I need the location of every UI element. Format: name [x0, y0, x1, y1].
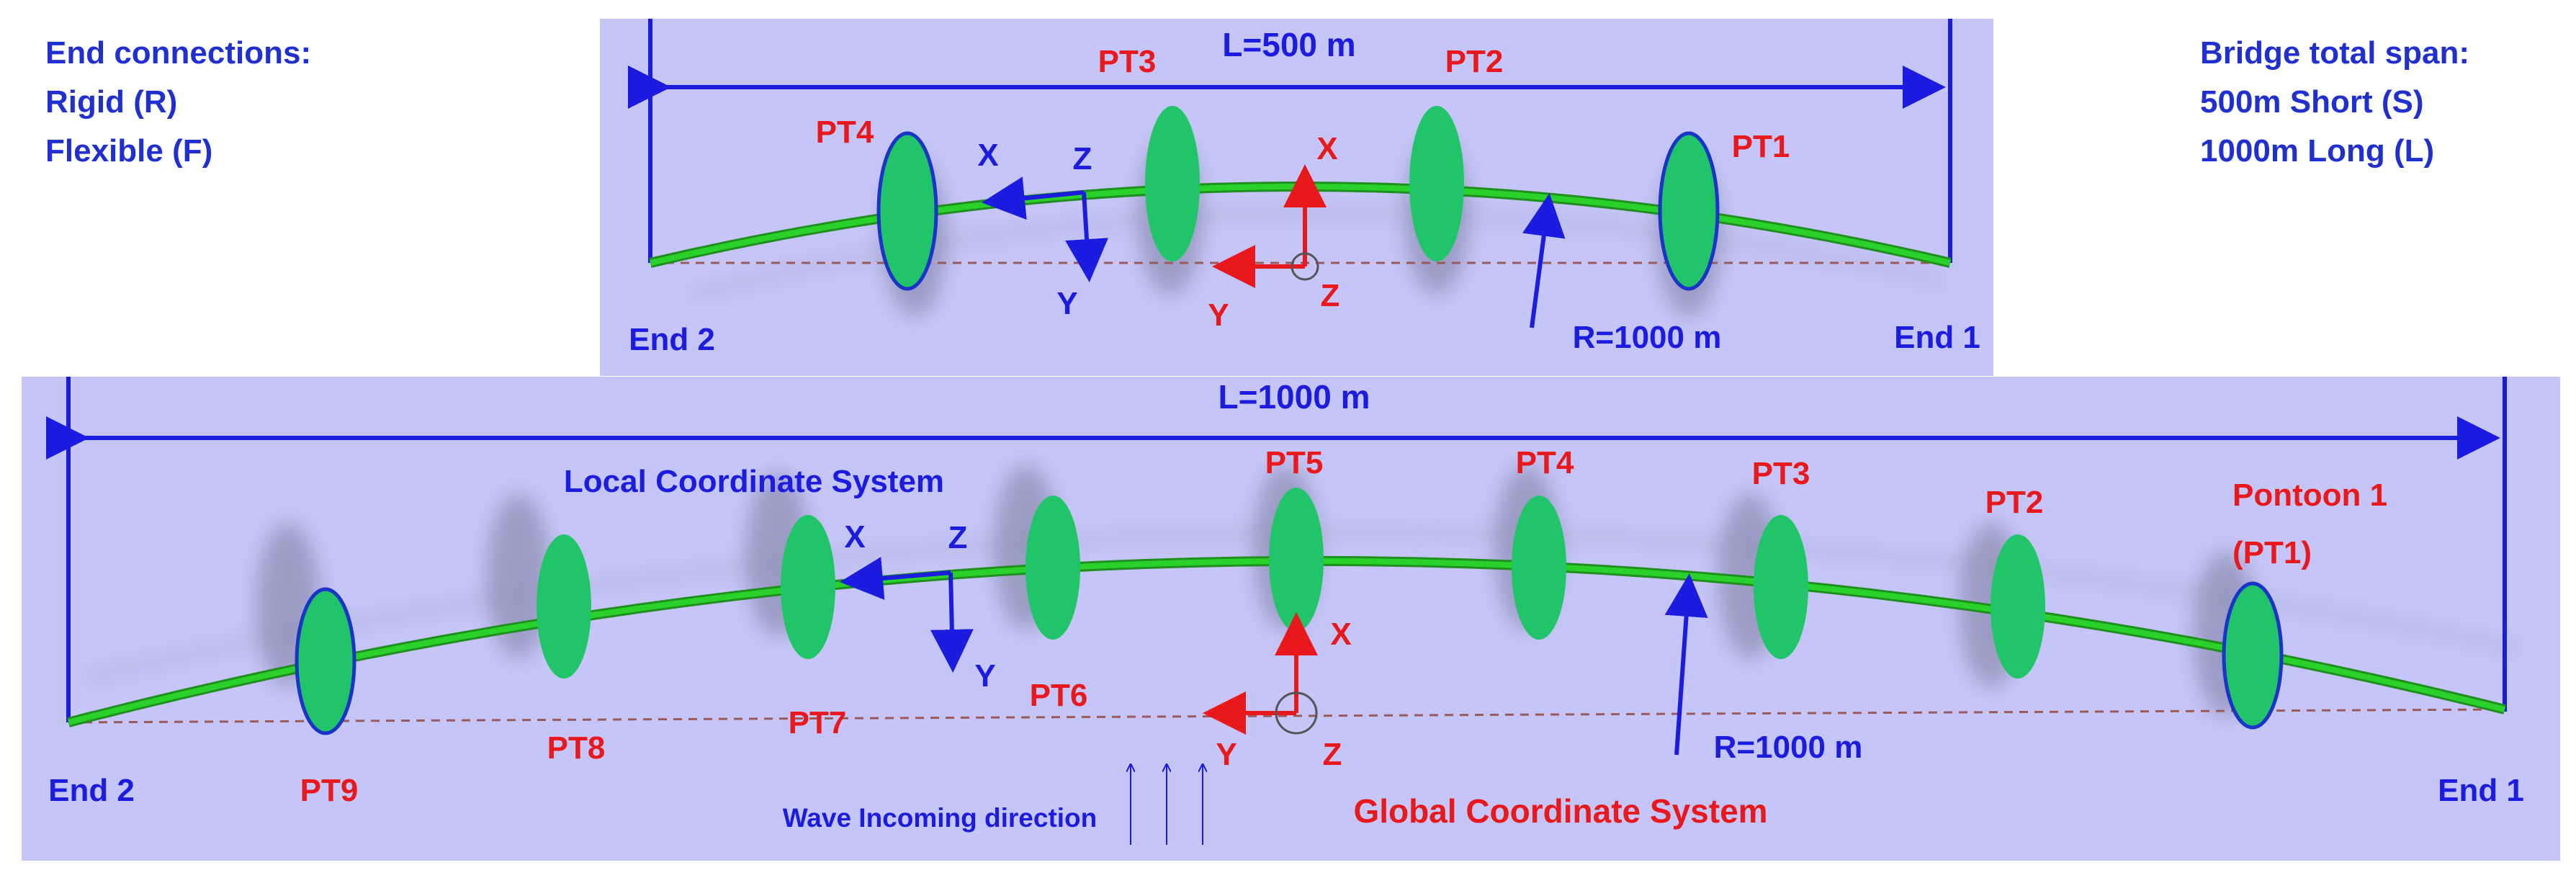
short-pt2-label: PT2 [1445, 44, 1504, 79]
long-radius-arrow [1664, 573, 1708, 756]
flexible-label: Flexible (F) [45, 133, 213, 169]
long-pontoon-pt2 [1991, 534, 2045, 678]
short-pontoon-pt1 [1658, 131, 1720, 291]
pontoon1-label-line2: (PT1) [2232, 535, 2312, 570]
long-local-x-label: X [844, 519, 865, 555]
short-pontoon-pt4 [876, 131, 938, 291]
long-pt4-label: PT4 [1516, 445, 1574, 480]
long-pt8-label: PT8 [547, 730, 606, 766]
long-global-axes [1203, 612, 1318, 735]
long-baseline [68, 708, 2500, 724]
short-global-axes [1212, 164, 1327, 288]
short-span-label: L=500 m [1222, 26, 1355, 63]
short-global-y-label: Y [1208, 297, 1229, 333]
long-span-label-legend: 1000m Long (L) [2200, 133, 2435, 169]
long-span-label: L=1000 m [1219, 378, 1370, 416]
long-pontoon-pt5 [1269, 488, 1324, 632]
short-pt1-label: PT1 [1732, 129, 1790, 164]
short-end1-label: End 1 [1894, 320, 1980, 355]
short-local-axes [982, 176, 1108, 282]
long-radius-label: R=1000 m [1714, 730, 1863, 765]
long-local-y-label: Y [974, 658, 995, 694]
short-local-z-label: Z [1073, 141, 1092, 176]
short-deck-shadow [690, 208, 1946, 299]
short-end2-label: End 2 [629, 322, 715, 357]
long-pt9-label: PT9 [300, 773, 359, 808]
short-pt3-label: PT3 [1098, 44, 1157, 79]
short-radius-label: R=1000 m [1573, 320, 1722, 355]
short-radius-arrow [1522, 193, 1566, 328]
wave-direction-arrows [1131, 765, 1203, 845]
long-local-z-label: Z [948, 520, 968, 555]
long-pontoon-pt6 [1026, 496, 1080, 640]
short-global-z-label: Z [1321, 278, 1340, 313]
long-pontoon-pt7 [781, 515, 835, 659]
long-pontoon-pt1 [2222, 581, 2284, 730]
short-global-x-label: X [1316, 131, 1337, 166]
long-global-y-label: Y [1216, 737, 1237, 772]
long-local-axes [840, 557, 974, 673]
global-cs-label: Global Coordinate System [1353, 792, 1767, 830]
long-pontoon-pt3 [1754, 515, 1808, 659]
long-end1-label: End 1 [2438, 773, 2524, 808]
short-local-y-label: Y [1056, 286, 1077, 321]
wave-direction-label: Wave Incoming direction [783, 803, 1098, 833]
local-cs-label: Local Coordinate System [564, 464, 944, 499]
short-panel-background [600, 19, 1993, 376]
bridge-span-title: Bridge total span: [2200, 35, 2470, 71]
long-pontoon-pt8 [537, 534, 591, 678]
short-pontoon-pt3 [1145, 106, 1200, 261]
pontoon1-label-line1: Pontoon 1 [2232, 478, 2387, 513]
short-bridge-panel: L=500 m PT3 PT2 PT4 PT1 X Z Y X Y Z R=10… [600, 19, 1993, 376]
end-connections-title: End connections: [45, 35, 312, 71]
long-bridge-panel: L=1000 m Local Coordinate System PT5 PT4… [22, 377, 2560, 861]
long-pontoon-pt9 [295, 587, 356, 735]
long-global-z-label: Z [1323, 737, 1342, 772]
long-global-origin [1275, 691, 1318, 735]
long-global-x-label: X [1330, 617, 1351, 652]
long-pontoon-pt4 [1512, 496, 1566, 640]
rigid-label: Rigid (R) [45, 84, 178, 120]
long-pt5-label: PT5 [1265, 445, 1324, 480]
short-local-x-label: X [977, 138, 998, 173]
short-span-label-legend: 500m Short (S) [2200, 84, 2424, 120]
short-pontoon-pt2 [1409, 106, 1464, 261]
long-pt3-label: PT3 [1752, 456, 1810, 491]
end-connections-legend: End connections: Rigid (R) Flexible (F) [45, 29, 311, 176]
long-pt6-label: PT6 [1030, 678, 1088, 713]
long-pt7-label: PT7 [789, 705, 847, 740]
long-pt2-label: PT2 [1985, 485, 2044, 520]
short-pt4-label: PT4 [816, 115, 874, 150]
bridge-span-legend: Bridge total span: 500m Short (S) 1000m … [2200, 29, 2469, 176]
short-global-origin [1291, 252, 1319, 281]
long-end2-label: End 2 [48, 773, 135, 808]
